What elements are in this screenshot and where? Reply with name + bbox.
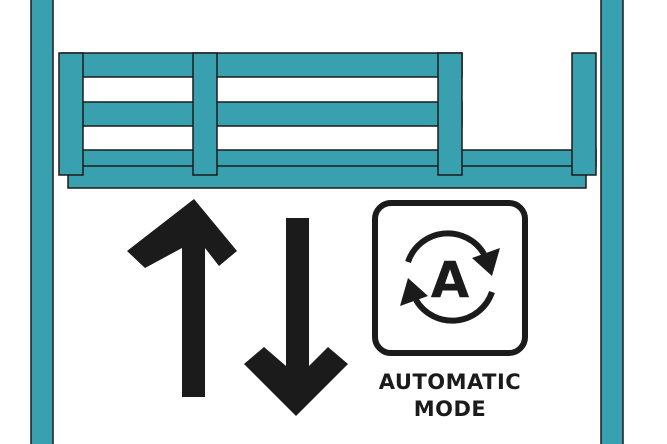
arrow-up-icon	[127, 199, 237, 397]
cycle-arrow-top	[405, 230, 487, 264]
cycle-arrowhead-top	[472, 248, 500, 276]
auto-icon-frame	[372, 200, 528, 356]
bunk-right-post	[571, 52, 597, 176]
bed-frame	[30, 0, 624, 444]
cycle-arrowhead-bottom	[400, 278, 428, 306]
left-bed-post	[30, 0, 54, 444]
automatic-mode-caption-line1: AUTOMATIC	[378, 370, 522, 394]
right-bed-post	[600, 0, 624, 444]
guard-rail-end-post	[437, 52, 463, 176]
guard-rail-left-post	[58, 52, 84, 176]
upper-bunk	[58, 52, 597, 189]
guard-rail-top	[61, 52, 463, 78]
bunk-bottom-rail	[61, 149, 597, 167]
guard-rail-center-post	[192, 52, 218, 176]
auto-icon-letter: A	[431, 251, 470, 309]
cycle-arrow-bottom	[413, 290, 495, 324]
automatic-mode-caption-line2: MODE	[413, 397, 487, 421]
automatic-mode-icon: A	[372, 200, 528, 356]
guard-rail-middle	[61, 101, 463, 127]
arrow-down-icon	[244, 218, 348, 416]
